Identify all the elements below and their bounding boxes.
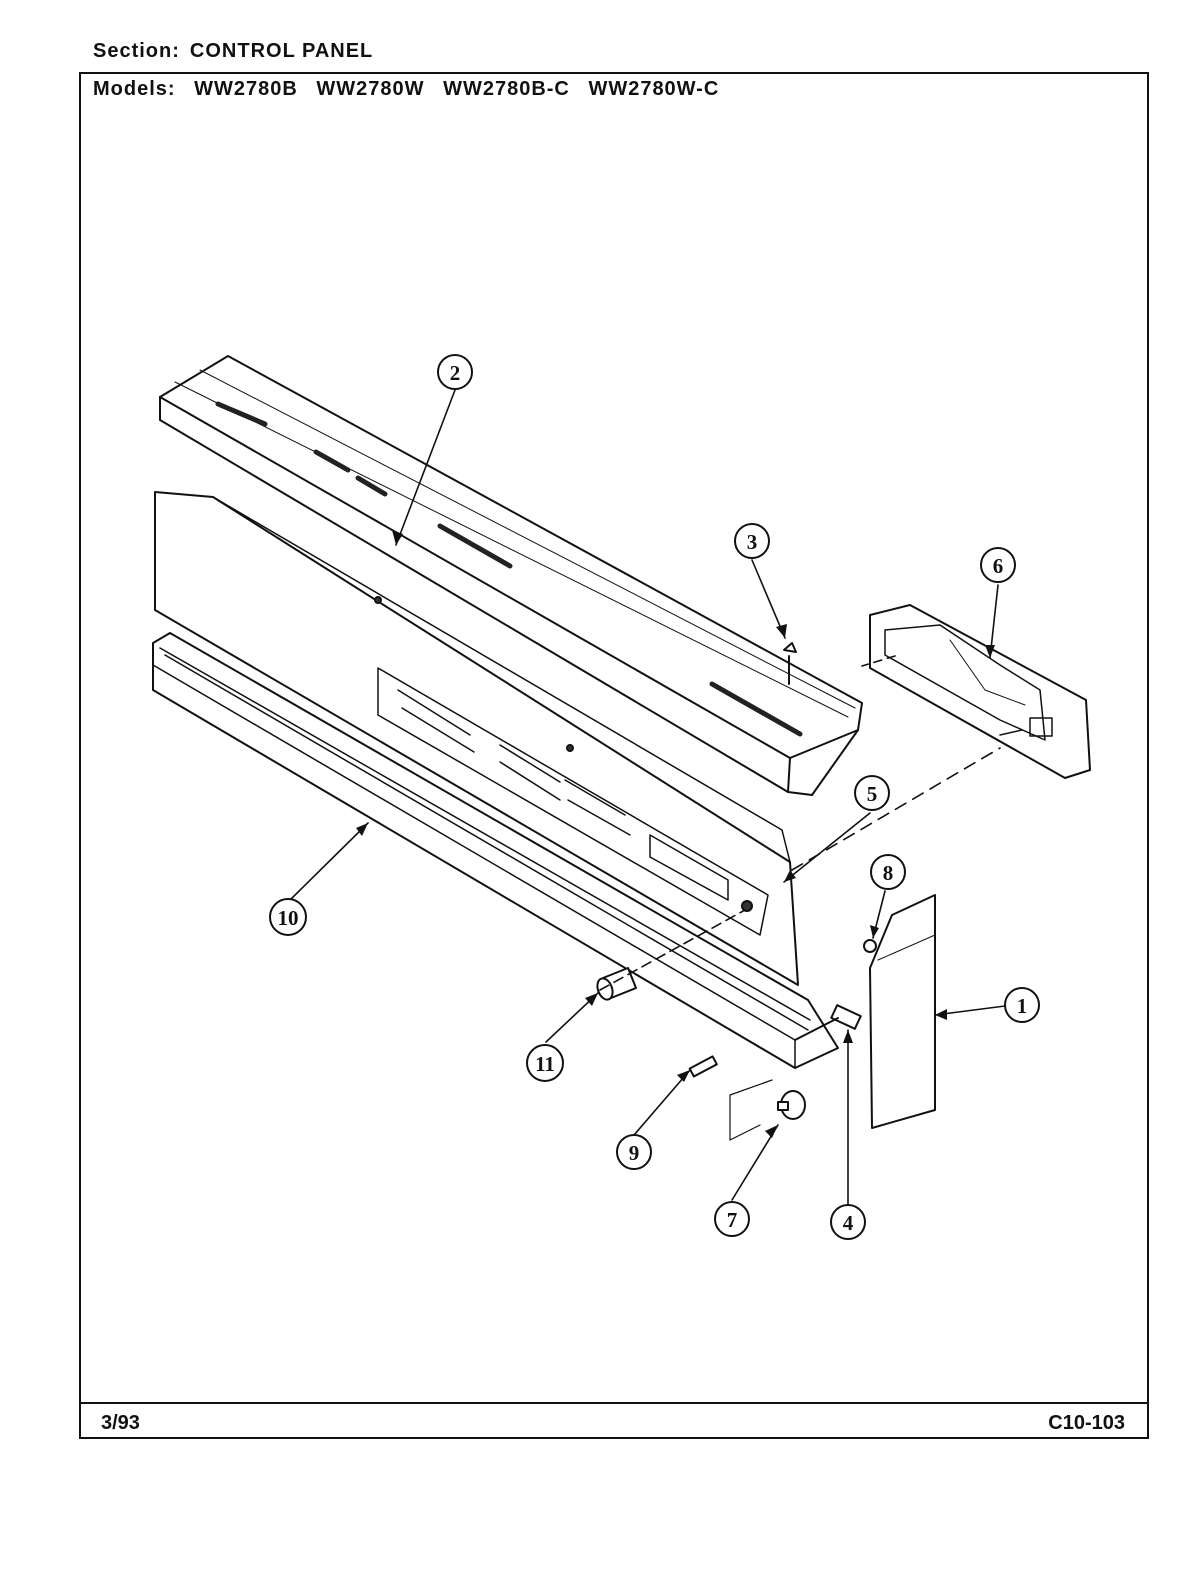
callout-label: 3 xyxy=(747,530,758,554)
model-number: WW2780W xyxy=(316,78,425,100)
screw xyxy=(783,642,797,685)
callout-label: 1 xyxy=(1017,994,1028,1018)
callout-3: 3 xyxy=(734,523,770,559)
callout-label: 8 xyxy=(883,861,894,885)
callout-label: 9 xyxy=(629,1141,640,1165)
models-label: Models: xyxy=(93,78,176,100)
callout-2: 2 xyxy=(437,354,473,390)
callout-1: 1 xyxy=(1004,987,1040,1023)
arrowheads xyxy=(356,530,995,1138)
callout-7: 7 xyxy=(714,1201,750,1237)
control-board xyxy=(869,604,1091,779)
rotary-switch xyxy=(729,1079,806,1141)
callout-label: 4 xyxy=(843,1211,854,1235)
panel-face xyxy=(154,491,799,986)
callout-label: 11 xyxy=(535,1052,555,1076)
callout-label: 2 xyxy=(450,361,461,385)
section-value: CONTROL PANEL xyxy=(189,40,374,62)
pin xyxy=(688,1055,718,1078)
model-number: WW2780W-C xyxy=(588,78,720,100)
end-cap xyxy=(869,894,936,1129)
part-callouts: 2 3 6 5 8 10 1 11 9 7 4 xyxy=(269,354,1040,1240)
callout-8: 8 xyxy=(870,854,906,890)
callout-label: 6 xyxy=(993,554,1004,578)
callout-6: 6 xyxy=(980,547,1016,583)
section-label: Section: xyxy=(93,40,180,62)
revision-date: 3/93 xyxy=(101,1412,140,1434)
bottom-trim-channel xyxy=(152,632,839,1069)
callout-label: 10 xyxy=(278,906,299,930)
callout-10: 10 xyxy=(269,898,307,936)
section-heading: Section: CONTROL PANEL xyxy=(93,40,373,63)
model-number: WW2780B xyxy=(194,78,298,100)
leader-lines xyxy=(289,389,1006,1206)
screw xyxy=(863,939,877,953)
footer-divider xyxy=(81,1402,1147,1404)
control-panel-top-housing xyxy=(159,355,863,796)
callout-5: 5 xyxy=(854,775,890,811)
diagram-code: C10-103 xyxy=(1048,1412,1125,1434)
diagram-frame: Models: WW2780B WW2780W WW2780B-C WW2780… xyxy=(79,72,1149,1439)
model-number: WW2780B-C xyxy=(443,78,570,100)
models-heading: Models: WW2780B WW2780W WW2780B-C WW2780… xyxy=(93,78,731,101)
callout-11: 11 xyxy=(526,1044,564,1082)
callout-label: 5 xyxy=(867,782,878,806)
callout-9: 9 xyxy=(616,1134,652,1170)
callout-label: 7 xyxy=(727,1208,738,1232)
display-window xyxy=(377,667,769,936)
control-knob xyxy=(596,967,637,1001)
mounting-clip xyxy=(830,1004,862,1030)
callout-4: 4 xyxy=(830,1204,866,1240)
